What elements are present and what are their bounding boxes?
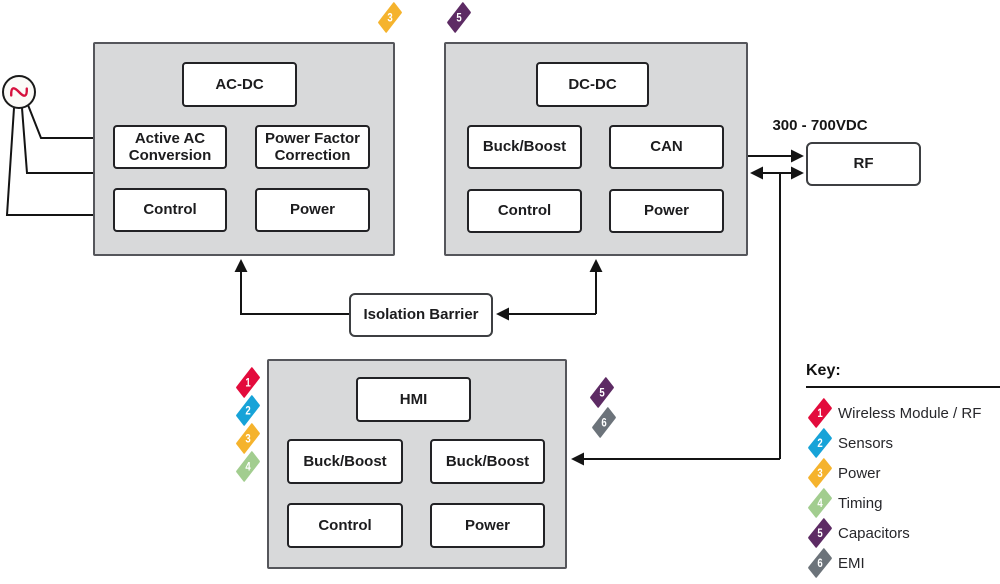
key-item-label: EMI	[838, 554, 865, 572]
key-badge-4-icon: 4	[808, 488, 832, 518]
badge-number: 6	[601, 416, 606, 429]
badge-number: 4	[817, 497, 822, 510]
badge-number: 2	[245, 404, 250, 417]
badge-number: 3	[245, 432, 250, 445]
badge-capacitors-5-icon: 5	[447, 2, 471, 33]
key-item-wireless: 1 Wireless Module / RF	[806, 398, 981, 428]
chip-dcdc-power: Power	[609, 189, 724, 233]
chip-acdc-power: Power	[255, 188, 370, 232]
key-item-power: 3 Power	[806, 458, 881, 488]
key-item-sensors: 2 Sensors	[806, 428, 893, 458]
key-badge-3-icon: 3	[808, 458, 832, 488]
key-badge-1-icon: 1	[808, 398, 832, 428]
key-item-label: Timing	[838, 494, 883, 512]
key-item-timing: 4 Timing	[806, 488, 882, 518]
chip-isolation-barrier: Isolation Barrier	[349, 293, 493, 337]
badge-number: 5	[599, 386, 604, 399]
sine-wave-glyph	[10, 87, 28, 97]
badge-hmi-4-icon: 4	[236, 451, 260, 482]
key-badge-5-icon: 5	[808, 518, 832, 548]
chip-acdc-control: Control	[113, 188, 227, 232]
ac-sine-source-icon	[2, 75, 36, 109]
chip-active-ac-conversion: Active AC Conversion	[113, 125, 227, 169]
key-title: Key:	[806, 362, 841, 379]
chip-dcdc-buckboost: Buck/Boost	[467, 125, 582, 169]
key-badge-6-icon: 6	[808, 548, 832, 578]
chip-hmi-control: Control	[287, 503, 403, 548]
badge-hmi-6-icon: 6	[592, 407, 616, 438]
key-item-emi: 6 EMI	[806, 548, 865, 578]
badge-hmi-2-icon: 2	[236, 395, 260, 426]
badge-number: 3	[817, 467, 822, 480]
chip-dcdc-control: Control	[467, 189, 582, 233]
rf-connectors	[571, 149, 804, 466]
chip-hmi-title: HMI	[356, 377, 471, 422]
badge-number: 3	[387, 11, 392, 24]
key-item-capacitors: 5 Capacitors	[806, 518, 910, 548]
key-item-label: Power	[838, 464, 881, 482]
badge-number: 1	[245, 376, 250, 389]
badge-hmi-3-icon: 3	[236, 423, 260, 454]
isolation-connectors	[234, 259, 603, 321]
chip-hmi-buckboost-left: Buck/Boost	[287, 439, 403, 484]
ac-feed-lines	[5, 104, 93, 216]
badge-number: 5	[817, 527, 822, 540]
key-item-label: Capacitors	[838, 524, 910, 542]
chip-hmi-buckboost-right: Buck/Boost	[430, 439, 545, 484]
badge-number: 2	[817, 437, 822, 450]
chip-dcdc-can: CAN	[609, 125, 724, 169]
chip-power-factor-correction: Power Factor Correction	[255, 125, 370, 169]
key-divider	[806, 386, 1000, 388]
badge-number: 5	[456, 11, 461, 24]
badge-number: 6	[817, 557, 822, 570]
badge-power-3-icon: 3	[378, 2, 402, 33]
key-item-label: Sensors	[838, 434, 894, 452]
chip-acdc-title: AC-DC	[182, 62, 297, 107]
badge-number: 1	[817, 407, 822, 420]
badge-hmi-5-icon: 5	[590, 377, 614, 408]
badge-number: 4	[245, 460, 251, 473]
key-badge-2-icon: 2	[808, 428, 832, 458]
chip-rf: RF	[806, 142, 921, 186]
chip-hmi-power: Power	[430, 503, 545, 548]
badge-hmi-1-icon: 1	[236, 367, 260, 398]
voltage-range-label: 300 - 700VDC	[772, 117, 868, 134]
chip-dcdc-title: DC-DC	[536, 62, 649, 107]
key-item-label: Wireless Module / RF	[838, 404, 982, 422]
